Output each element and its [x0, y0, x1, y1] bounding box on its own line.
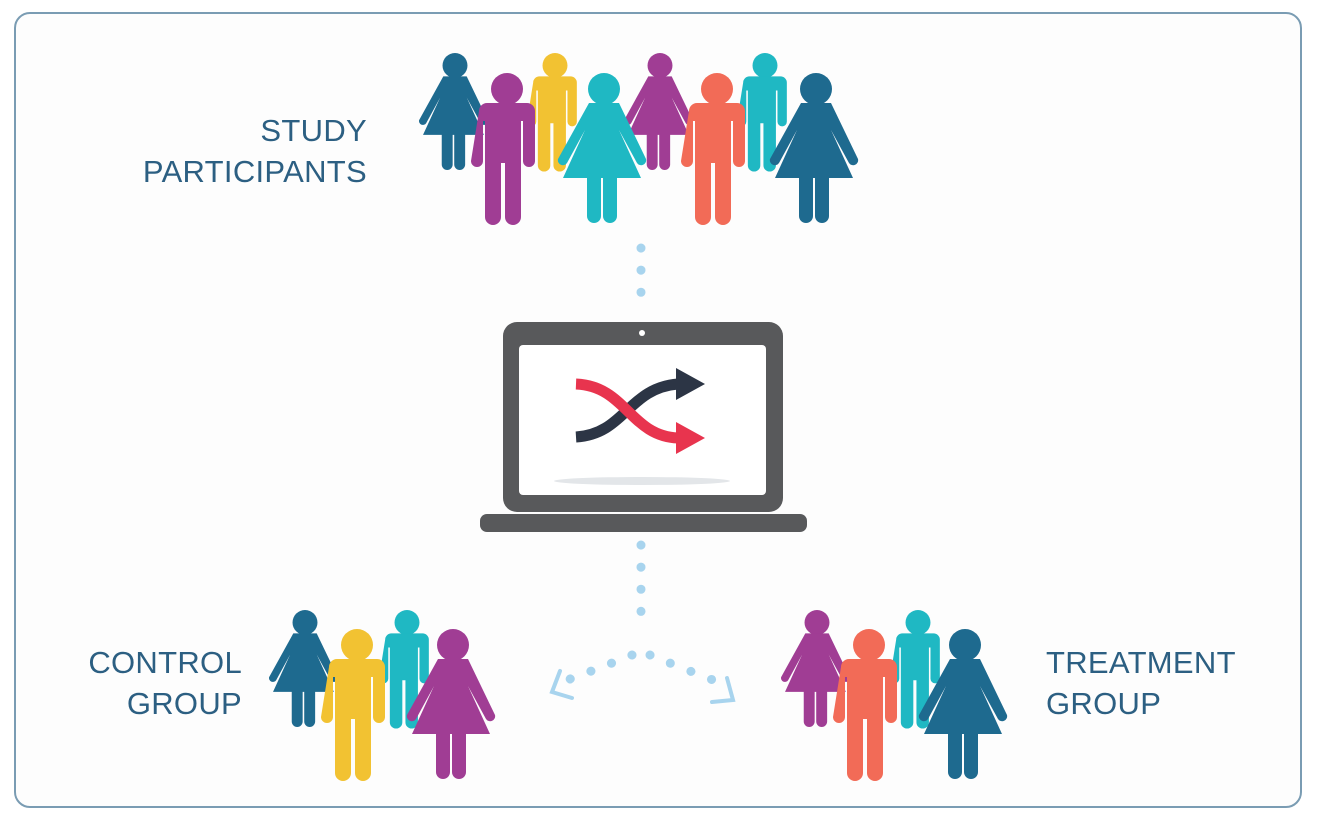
control-group: [269, 610, 496, 781]
shuffle-icon: [575, 368, 705, 454]
control-label-line-2: GROUP: [126, 686, 242, 721]
treatment-label-line-2: GROUP: [1046, 686, 1162, 721]
treatment-group: [781, 610, 1008, 781]
male-person-icon: [681, 73, 745, 225]
male-person-icon: [471, 73, 535, 225]
study-participants-group: [419, 53, 859, 225]
study-participants-label: STUDY PARTICIPANTS: [143, 110, 367, 192]
dotted-connector-bottom: [557, 540, 723, 687]
control-label-line-1: CONTROL: [88, 645, 242, 680]
arrowhead-right-icon: [710, 676, 736, 704]
treatment-label-line-1: TREATMENT: [1046, 645, 1236, 680]
study-label-line-1: STUDY: [260, 113, 367, 148]
male-person-icon: [321, 629, 385, 781]
male-person-icon: [833, 629, 897, 781]
treatment-group-label: TREATMENT GROUP: [1046, 642, 1236, 724]
male-person-icon: [378, 610, 429, 729]
study-label-line-2: PARTICIPANTS: [142, 154, 367, 189]
control-group-label: CONTROL GROUP: [88, 642, 242, 724]
arrowhead-left-icon: [549, 669, 574, 700]
split-arrowheads: [549, 669, 736, 704]
